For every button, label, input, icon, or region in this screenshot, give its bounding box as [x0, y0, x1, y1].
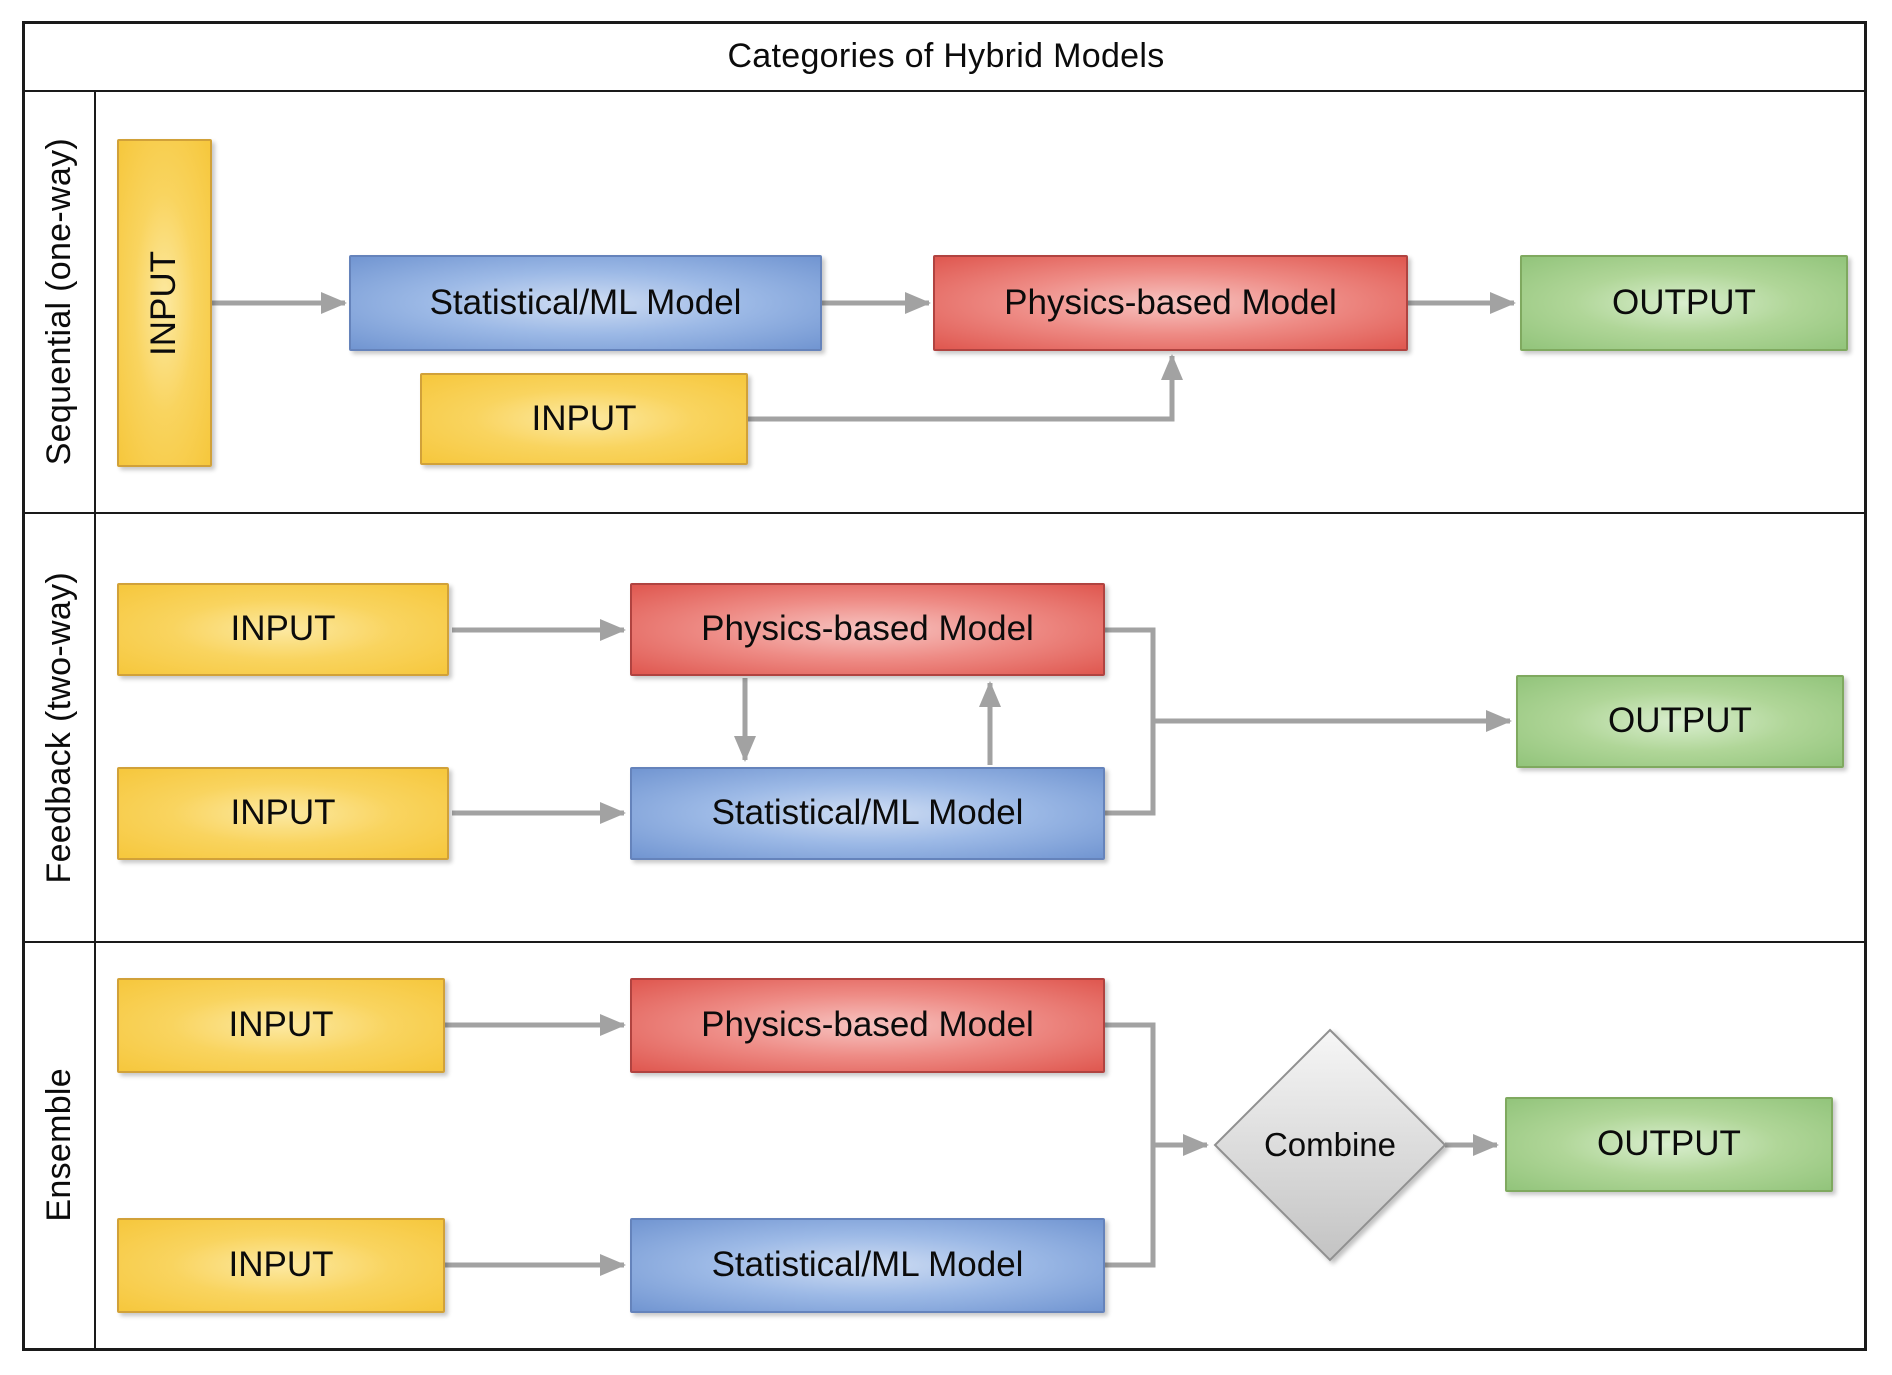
ens-output-box: OUTPUT: [1505, 1097, 1833, 1192]
ens-input-top-box: INPUT: [117, 978, 445, 1073]
row-label-cell-feedback: Feedback (two-way): [25, 514, 93, 941]
row-label-feedback: Feedback (two-way): [39, 571, 78, 884]
seq-output-box: OUTPUT: [1520, 255, 1848, 351]
fb-statistical-ml-label: Statistical/ML Model: [711, 793, 1024, 833]
ens-input-bottom-box: INPUT: [117, 1218, 445, 1313]
fb-input-bottom-label: INPUT: [230, 793, 336, 833]
fb-input-top-box: INPUT: [117, 583, 449, 676]
combine-diamond-label: Combine: [1263, 1126, 1397, 1163]
ens-input-bottom-label: INPUT: [228, 1245, 334, 1285]
ens-input-top-label: INPUT: [228, 1005, 334, 1045]
row-label-ensemble: Ensemble: [39, 1068, 78, 1222]
row-label-cell-ensemble: Ensemble: [25, 943, 93, 1347]
seq-physics-model-box: Physics-based Model: [933, 255, 1408, 351]
ens-physics-model-label: Physics-based Model: [701, 1005, 1034, 1045]
ens-statistical-ml-label: Statistical/ML Model: [711, 1245, 1024, 1285]
seq-physics-model-label: Physics-based Model: [1004, 282, 1337, 322]
seq-output-label: OUTPUT: [1612, 282, 1756, 322]
ens-physics-model-box: Physics-based Model: [630, 978, 1105, 1073]
seq-statistical-ml-label: Statistical/ML Model: [429, 282, 742, 322]
row-label-cell-sequential: Sequential (one-way): [25, 92, 93, 512]
row-separator-sequential-feedback: [25, 512, 1867, 514]
seq-input-secondary-box: INPUT: [420, 373, 748, 465]
fb-input-bottom-box: INPUT: [117, 767, 449, 860]
seq-statistical-ml-box: Statistical/ML Model: [349, 255, 822, 351]
fb-statistical-ml-box: Statistical/ML Model: [630, 767, 1105, 860]
fb-physics-model-box: Physics-based Model: [630, 583, 1105, 676]
row-separator-feedback-ensemble: [25, 941, 1867, 943]
label-column-separator: [94, 92, 96, 1348]
seq-input-main-label: INPUT: [144, 250, 184, 356]
fb-physics-model-label: Physics-based Model: [701, 609, 1034, 649]
fb-input-top-label: INPUT: [230, 609, 336, 649]
fb-output-box: OUTPUT: [1516, 675, 1844, 768]
title-separator-line: [25, 90, 1867, 92]
seq-input-secondary-label: INPUT: [531, 398, 637, 438]
fb-output-label: OUTPUT: [1608, 701, 1752, 741]
seq-input-main-box: INPUT: [117, 139, 212, 467]
diagram-title: Categories of Hybrid Models: [727, 36, 1165, 75]
row-label-sequential: Sequential (one-way): [39, 138, 78, 466]
ens-output-label: OUTPUT: [1597, 1124, 1741, 1164]
diagram-outer-frame: [22, 21, 1867, 1351]
ens-statistical-ml-box: Statistical/ML Model: [630, 1218, 1105, 1313]
